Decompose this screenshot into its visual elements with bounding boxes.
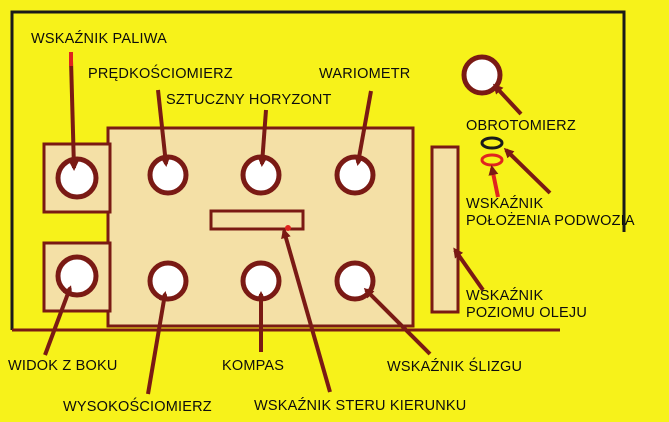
arrow-variometer bbox=[354, 90, 373, 166]
altimeter-dial bbox=[147, 260, 189, 302]
fuel-gauge-dial bbox=[55, 156, 99, 200]
rudder-indicator-bar bbox=[209, 209, 305, 231]
arrow-fuel-gauge bbox=[68, 59, 79, 171]
label-oil-level-line1: WSKAŹNIK bbox=[466, 288, 544, 304]
label-compass: KOMPAS bbox=[222, 358, 285, 374]
gear-lamp-black bbox=[480, 136, 504, 150]
label-fuel-gauge: WSKAŹNIK PALIWA bbox=[31, 31, 167, 47]
label-altimeter: WYSOKOŚCIOMIERZ bbox=[63, 399, 212, 415]
arrow-altimeter bbox=[146, 291, 169, 395]
label-side-view: WIDOK Z BOKU bbox=[8, 358, 118, 374]
arrow-side-view bbox=[43, 285, 73, 356]
rudder-red-dot bbox=[285, 225, 291, 231]
arrow-slip-indicator bbox=[363, 287, 432, 356]
arrow-gear-indicator-1 bbox=[503, 147, 552, 195]
side-view-dial bbox=[55, 254, 99, 298]
variometer-dial bbox=[334, 154, 376, 196]
oil-level-bar bbox=[430, 145, 460, 314]
label-oil-level-line2: POZIOMU OLEJU bbox=[466, 305, 588, 321]
arrow-artificial-horizon bbox=[257, 109, 268, 167]
label-rudder-indicator: WSKAŹNIK STERU KIERUNKU bbox=[254, 398, 467, 414]
label-gear-indicator-line1: WSKAŹNIK bbox=[466, 196, 544, 212]
label-artificial-horizon: SZTUCZNY HORYZONT bbox=[166, 92, 332, 108]
compass-dial bbox=[240, 260, 282, 302]
label-variometer: WARIOMETR bbox=[319, 66, 411, 82]
arrow-tachometer bbox=[492, 83, 523, 116]
gear-lamp-red bbox=[480, 153, 504, 167]
label-slip-indicator: WSKAŹNIK ŚLIZGU bbox=[387, 359, 523, 375]
arrow-oil-level bbox=[453, 247, 485, 292]
tachometer-dial bbox=[461, 54, 503, 96]
arrow-rudder-indicator bbox=[281, 228, 332, 393]
label-airspeed: PRĘDKOŚCIOMIERZ bbox=[88, 66, 233, 82]
label-tachometer: OBROTOMIERZ bbox=[466, 118, 576, 134]
airspeed-dial bbox=[147, 154, 189, 196]
label-gear-indicator-line2: POŁOŻENIA PODWOZIA bbox=[466, 213, 635, 229]
arrow-airspeed bbox=[156, 89, 171, 167]
arrow-gear-indicator-2 bbox=[488, 165, 500, 198]
